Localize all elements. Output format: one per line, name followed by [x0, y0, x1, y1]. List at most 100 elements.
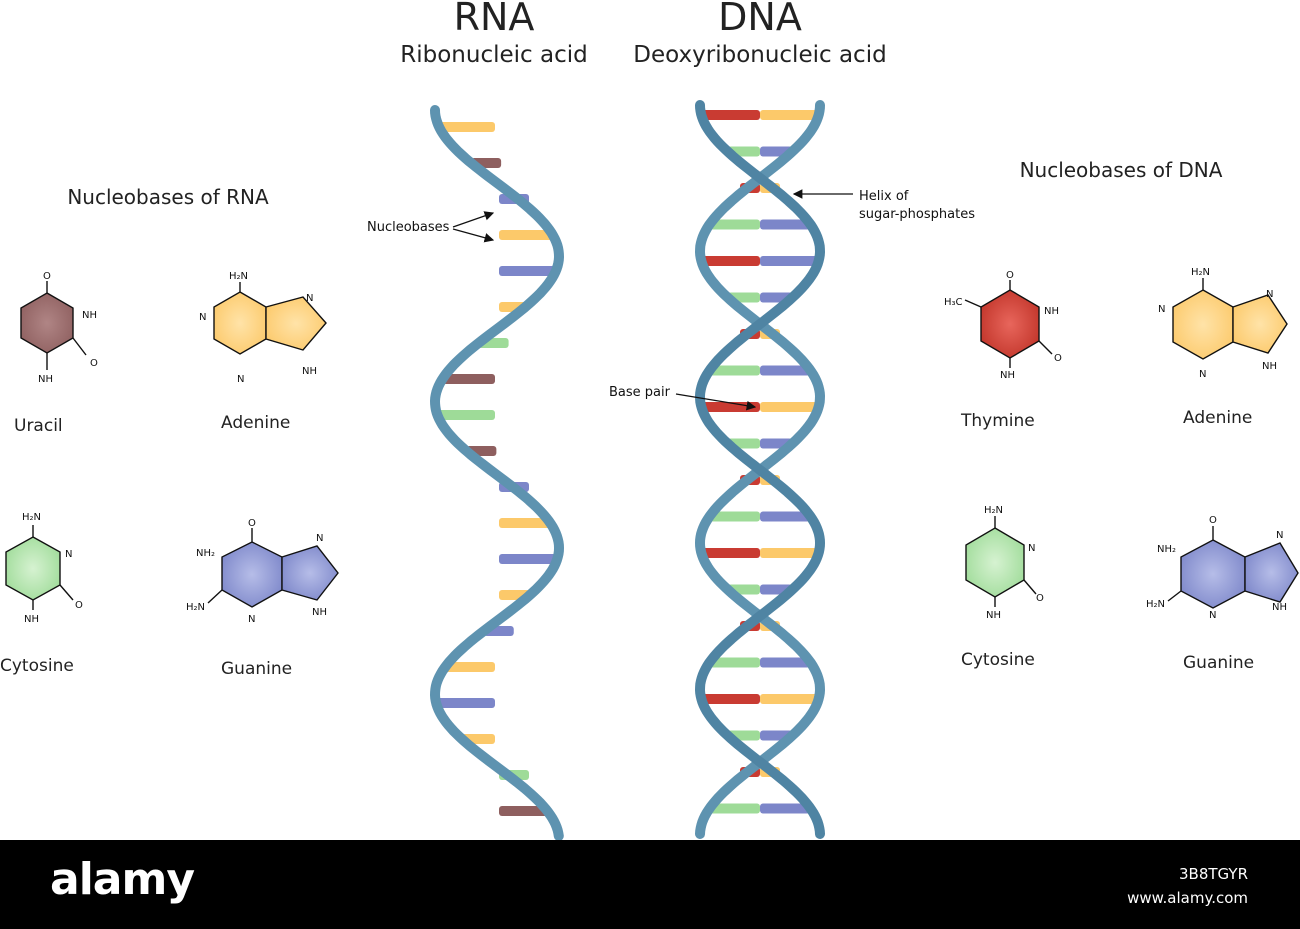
site-url: www.alamy.com — [1127, 889, 1248, 907]
dna-title: DNA — [718, 0, 802, 39]
guanine-dna-atom-o: O — [1209, 515, 1217, 526]
rna-base-guanine — [436, 698, 495, 708]
dna-base-cytosine — [709, 657, 760, 668]
thymine-atom-nh1: NH — [1000, 370, 1015, 381]
helix-label-line2: sugar-phosphates — [859, 207, 975, 222]
dna-base-adenine — [760, 694, 819, 704]
dna-helix — [694, 100, 826, 839]
cytosine-dna-atom-o: O — [1036, 593, 1044, 604]
base-pair-annotation: Base pair — [609, 385, 757, 411]
rna-helix — [429, 105, 565, 840]
guanine-rna-ring-5 — [281, 545, 339, 601]
rna-base-adenine — [499, 230, 553, 240]
uracil-atom-nh1: NH — [82, 310, 97, 321]
cytosine-rna-atom-o: O — [75, 600, 83, 611]
dna-base-cytosine — [709, 219, 760, 230]
thymine-ring — [980, 289, 1040, 359]
dna-subtitle: Deoxyribonucleic acid — [633, 42, 886, 68]
uracil-name: Uracil — [14, 416, 63, 436]
adenine-rna-atom-n7: N — [306, 293, 313, 304]
dna-base-guanine — [760, 256, 819, 266]
rna-subtitle: Ribonucleic acid — [400, 42, 587, 68]
guanine-rna-structure: O NH₂ N H₂N N NH Guanine — [186, 518, 339, 679]
cytosine-rna-ring — [5, 536, 61, 601]
adenine-dna-atom-n7: N — [1266, 289, 1273, 300]
dna-base-adenine — [760, 110, 819, 120]
adenine-dna-atom-n3: N — [1199, 369, 1206, 380]
guanine-dna-atom-nh9: NH — [1272, 602, 1287, 613]
uracil-atom-nh2: NH — [38, 374, 53, 385]
guanine-rna-atom-nh9: NH — [312, 607, 327, 618]
adenine-dna-name: Adenine — [1183, 408, 1252, 428]
cytosine-rna-atom-nh1: NH — [24, 614, 39, 625]
thymine-atom-o2: O — [1054, 353, 1062, 364]
image-id: 3B8TGYR — [1178, 865, 1248, 883]
dna-base-thymine — [701, 256, 760, 266]
rna-base-adenine — [439, 122, 495, 132]
dna-base-guanine — [760, 511, 811, 522]
guanine-rna-atom-o: O — [248, 518, 256, 529]
uracil-ring — [20, 292, 74, 354]
guanine-rna-atom-nh1: NH₂ — [196, 548, 215, 559]
dna-rna-diagram: RNA Ribonucleic acid DNA Deoxyribonuclei… — [0, 0, 1299, 840]
cytosine-dna-atom-nh1: NH — [986, 610, 1001, 621]
nucleobases-arrow-1 — [452, 211, 495, 228]
guanine-dna-atom-n7: N — [1276, 530, 1283, 541]
cytosine-dna-atom-nh2: H₂N — [984, 505, 1003, 516]
cytosine-dna-structure: H₂N N O NH Cytosine — [961, 505, 1044, 670]
adenine-rna-atom-n3: N — [237, 374, 244, 385]
dna-base-cytosine — [709, 365, 760, 376]
adenine-rna-ring-6 — [213, 291, 267, 355]
adenine-dna-structure: H₂N N N N NH Adenine — [1158, 267, 1288, 428]
uracil-atom-o1: O — [43, 271, 51, 282]
dna-base-guanine — [760, 803, 811, 814]
dna-base-thymine — [701, 694, 760, 704]
rna-base-uracil — [499, 806, 548, 816]
guanine-rna-atom-n3: N — [248, 614, 255, 625]
dna-base-cytosine — [709, 511, 760, 522]
adenine-rna-structure: H₂N N N N NH Adenine — [199, 271, 327, 433]
rna-bases-heading: Nucleobases of RNA — [67, 185, 269, 209]
guanine-dna-ring-5 — [1244, 542, 1299, 603]
rna-base-cytosine — [437, 410, 495, 420]
thymine-atom-h3c: H₃C — [944, 297, 963, 308]
cytosine-dna-ring — [965, 527, 1025, 598]
adenine-rna-atom-nh2: H₂N — [229, 271, 248, 282]
dna-base-adenine — [760, 402, 819, 412]
cytosine-rna-atom-n3: N — [65, 549, 72, 560]
guanine-rna-atom-n7: N — [316, 533, 323, 544]
adenine-rna-name: Adenine — [221, 413, 290, 433]
dna-base-guanine — [760, 219, 811, 230]
thymine-atom-o1: O — [1006, 270, 1014, 281]
dna-base-guanine — [760, 657, 811, 668]
dna-base-adenine — [760, 548, 819, 558]
guanine-dna-atom-nh1: NH₂ — [1157, 544, 1176, 555]
dna-base-thymine — [701, 548, 760, 558]
cytosine-rna-structure: H₂N N O NH Cytosine — [0, 512, 83, 676]
guanine-dna-ring-6 — [1180, 539, 1246, 609]
nucleobases-arrow-2 — [452, 228, 495, 243]
thymine-structure: O H₃C NH O NH Thymine — [944, 270, 1062, 431]
cytosine-dna-atom-n3: N — [1028, 543, 1035, 554]
dna-base-thymine — [701, 110, 760, 120]
dna-bases-heading: Nucleobases of DNA — [1020, 158, 1223, 182]
cytosine-dna-name: Cytosine — [961, 650, 1035, 670]
rna-base-guanine — [499, 554, 558, 564]
helix-annotation: Helix of sugar-phosphates — [792, 189, 975, 222]
nucleobases-annotation: Nucleobases — [367, 211, 495, 243]
guanine-dna-structure: O NH₂ N H₂N N NH Guanine — [1146, 515, 1299, 673]
dna-base-thymine — [701, 402, 760, 412]
guanine-dna-name: Guanine — [1183, 653, 1254, 673]
footer-id-block: 3B8TGYR www.alamy.com — [1127, 862, 1248, 910]
thymine-name: Thymine — [960, 411, 1035, 431]
dna-base-cytosine — [709, 803, 760, 814]
rna-base-adenine — [499, 518, 551, 528]
helix-label-line1: Helix of — [859, 189, 909, 204]
guanine-rna-atom-h2n: H₂N — [186, 602, 205, 613]
alamy-logo: alamy — [50, 854, 195, 905]
guanine-rna-ring-6 — [221, 541, 283, 608]
uracil-structure: O NH O NH Uracil — [14, 271, 98, 436]
guanine-dna-atom-n3: N — [1209, 610, 1216, 621]
nucleobases-label: Nucleobases — [367, 220, 450, 235]
base-pair-label: Base pair — [609, 385, 671, 400]
